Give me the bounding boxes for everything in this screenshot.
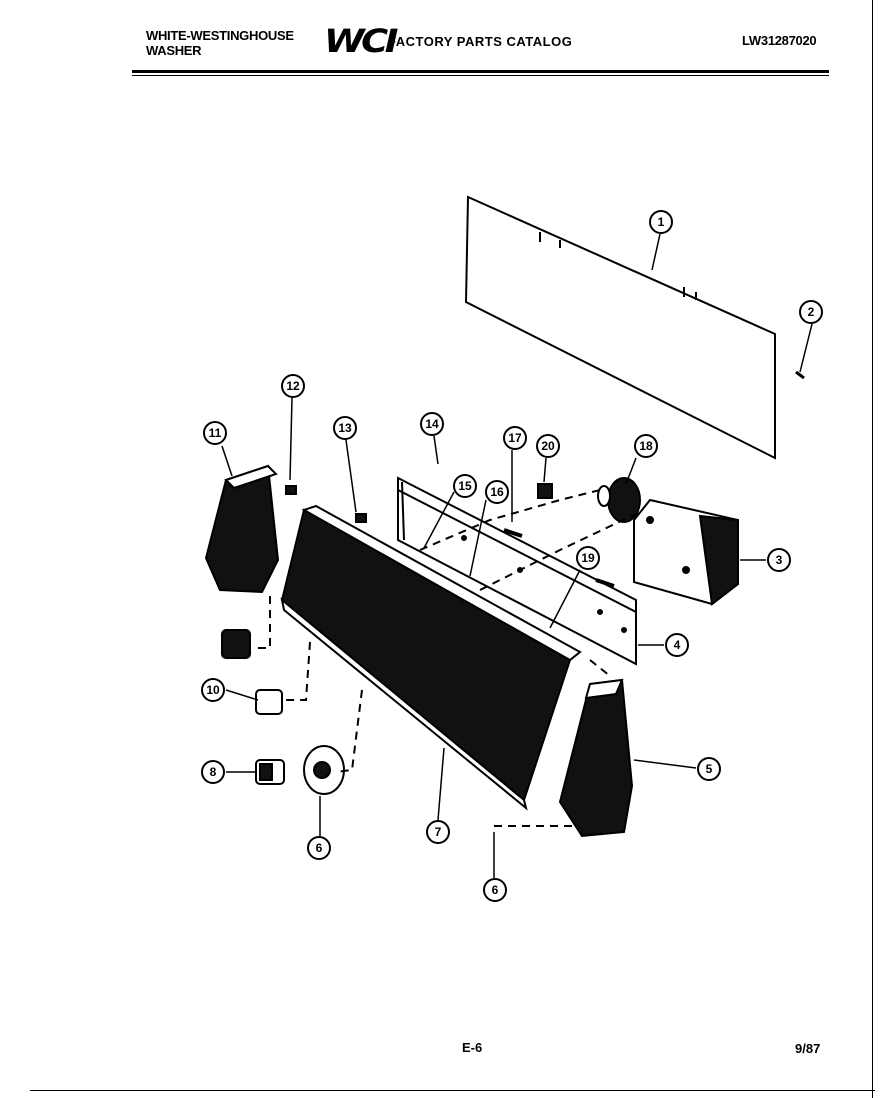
page-edge-right	[872, 0, 873, 1098]
callout-6-left	[307, 836, 331, 860]
callout-6-left-label: 6	[316, 841, 323, 855]
callout-19-label: 19	[581, 551, 595, 565]
model-number: LW31287020	[742, 33, 817, 48]
callout-1	[649, 210, 673, 234]
callout-2	[799, 300, 823, 324]
callout-1-label: 1	[658, 215, 665, 229]
callout-10-label: 10	[206, 683, 220, 697]
callout-19	[576, 546, 600, 570]
part-20-clip	[537, 483, 553, 499]
part-2-screw	[795, 370, 805, 380]
part-9-knob	[303, 745, 345, 795]
revision-date: 9/87	[795, 1041, 821, 1056]
part-10-switch	[221, 629, 283, 715]
callout-12-label: 12	[286, 379, 300, 393]
callout-5	[697, 757, 721, 781]
part-4-control-rail	[397, 476, 637, 666]
callout-15	[453, 474, 477, 498]
callout-18-label: 18	[639, 439, 653, 453]
callout-17	[503, 426, 527, 450]
callout-13-label: 13	[338, 421, 352, 435]
appliance-type: WASHER	[146, 43, 202, 58]
part-19-knob	[597, 477, 641, 523]
callout-3-label: 3	[776, 553, 783, 567]
callout-8	[201, 760, 225, 784]
part-13-clip	[355, 513, 367, 523]
callout-13	[333, 416, 357, 440]
callout-4-label: 4	[674, 638, 681, 652]
wci-logo: WCI	[324, 22, 398, 60]
callout-16	[485, 480, 509, 504]
callout-12	[281, 374, 305, 398]
callout-14-label: 14	[425, 417, 439, 431]
part-12-clip	[285, 485, 297, 495]
callout-16-label: 16	[490, 485, 504, 499]
callout-11-label: 11	[209, 426, 222, 440]
callout-6-bottom-label: 6	[492, 883, 499, 897]
page-edge-bottom	[30, 1090, 875, 1091]
part-1-rear-panel	[464, 195, 776, 460]
callout-18	[634, 434, 658, 458]
callout-15-label: 15	[458, 479, 472, 493]
catalog-title: FACTORY PARTS CATALOG	[388, 34, 573, 49]
brand-block: WHITE-WESTINGHOUSE WASHER	[146, 28, 294, 58]
header-rule	[132, 70, 829, 73]
callout-17-label: 17	[508, 431, 522, 445]
callout-20	[536, 434, 560, 458]
callout-10	[201, 678, 225, 702]
callout-2-label: 2	[808, 305, 815, 319]
page-number: E-6	[462, 1040, 483, 1055]
callout-20-label: 20	[541, 439, 555, 453]
part-17-bar	[503, 528, 523, 538]
callout-7-label: 7	[435, 825, 442, 839]
callout-8-label: 8	[210, 765, 217, 779]
callout-5-label: 5	[706, 762, 713, 776]
callout-4	[665, 633, 689, 657]
brand-name: WHITE-WESTINGHOUSE	[146, 28, 294, 43]
part-3-timer	[633, 498, 739, 606]
callout-3	[767, 548, 791, 572]
part-5-right-end-cap	[558, 678, 634, 838]
callout-11	[203, 421, 227, 445]
header-rule-thin	[132, 75, 829, 76]
callout-14	[420, 412, 444, 436]
callout-6-bottom	[483, 878, 507, 902]
callout-7	[426, 820, 450, 844]
part-8-switch	[255, 759, 285, 785]
